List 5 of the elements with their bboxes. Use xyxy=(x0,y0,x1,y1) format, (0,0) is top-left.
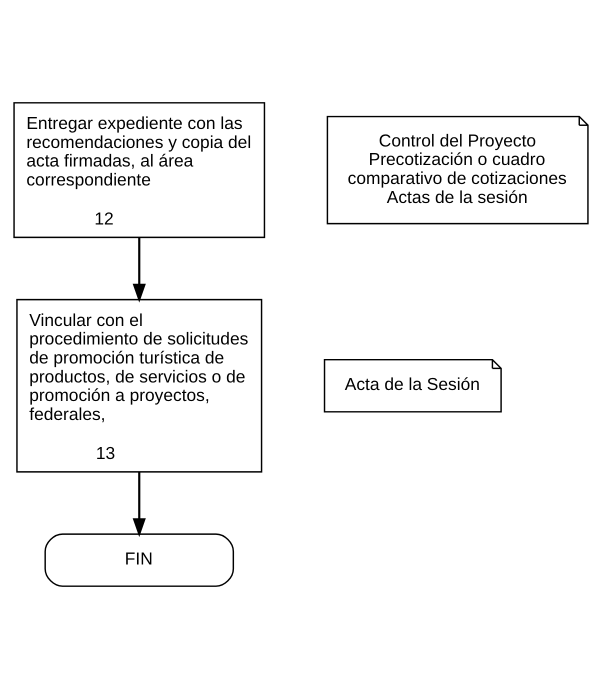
node-box: Entregar expediente con las recomendaciones y copia del acta firmadas, al área correspondiente 12 xyxy=(13,102,266,238)
arrow xyxy=(132,237,146,302)
node-box: Vincular con el procedimiento de solicitudes de promoción turística de productos, de servicios o de promoción a proyectos, federales, 13 xyxy=(16,298,262,472)
arrow xyxy=(132,471,146,537)
node-box: FIN xyxy=(44,532,234,586)
